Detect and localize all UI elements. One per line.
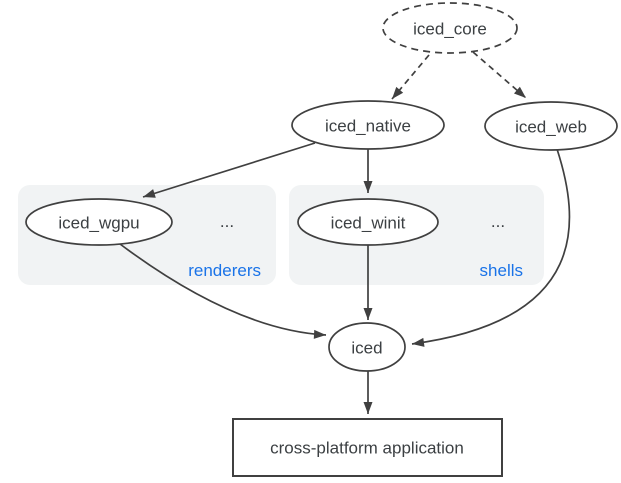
edge-iced-native-to-iced-wgpu [142, 142, 316, 198]
node-iced: iced [328, 322, 406, 372]
iced-ellipse [328, 322, 406, 372]
node-iced-winit: iced_winit [297, 198, 439, 246]
iced-label: iced [351, 339, 382, 358]
shells-more-indicator: ... [491, 212, 505, 231]
node-iced-core: iced_core [382, 2, 518, 54]
edge-iced-core-to-iced-native [391, 54, 430, 100]
edge-iced-web-to-iced [411, 148, 571, 347]
iced-wgpu-ellipse [25, 198, 173, 246]
iced-winit-label: iced_winit [331, 214, 406, 233]
renderers-more-indicator: ... [220, 212, 234, 231]
iced-web-label: iced_web [515, 118, 587, 137]
iced-native-ellipse [291, 100, 445, 150]
iced-core-label: iced_core [413, 20, 487, 39]
node-iced-web: iced_web [484, 101, 618, 151]
node-iced-native: iced_native [291, 100, 445, 150]
iced-winit-ellipse [297, 198, 439, 246]
iced-core-ellipse [382, 2, 518, 54]
iced-wgpu-label: iced_wgpu [58, 214, 139, 233]
node-cross-platform-application: cross-platform application [232, 418, 503, 477]
application-rect [232, 418, 503, 477]
application-label: cross-platform application [270, 439, 464, 458]
iced-web-ellipse [484, 101, 618, 151]
renderers-group-label: renderers [188, 261, 261, 280]
edge-iced-core-to-iced-web [472, 51, 527, 99]
shells-group-label: shells [480, 261, 523, 280]
node-iced-wgpu: iced_wgpu [25, 198, 173, 246]
edge-iced-wgpu-to-iced [119, 243, 327, 339]
iced-native-label: iced_native [325, 117, 411, 136]
